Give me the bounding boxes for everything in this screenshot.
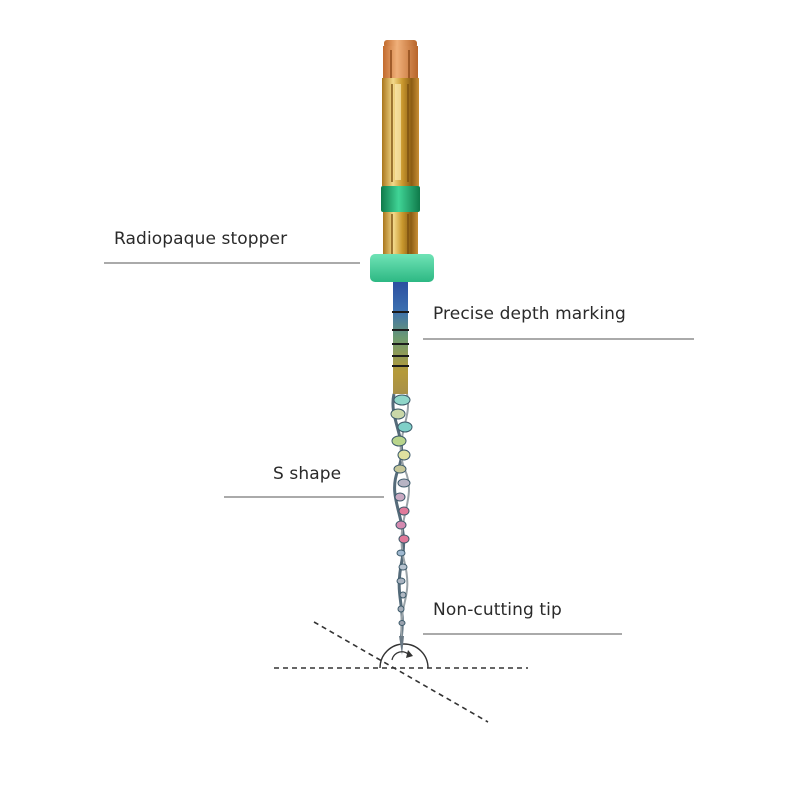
callout-s-shape: S shape bbox=[273, 464, 342, 484]
file-shaft bbox=[392, 282, 409, 394]
flute bbox=[397, 449, 411, 461]
tip-angle-diagram bbox=[274, 621, 528, 723]
callout-non-cutting-tip: Non-cutting tip bbox=[433, 600, 562, 620]
flute bbox=[390, 408, 406, 420]
flute bbox=[393, 464, 407, 474]
flute bbox=[398, 620, 406, 626]
color-ring bbox=[381, 186, 420, 212]
arrowhead-icon bbox=[406, 650, 413, 658]
flute bbox=[393, 394, 411, 406]
angle-reference-line bbox=[313, 621, 489, 723]
callout-radiopaque-stopper: Radiopaque stopper bbox=[114, 229, 288, 249]
handle-lower-body bbox=[383, 212, 418, 256]
angle-arc bbox=[379, 643, 429, 669]
callout-depth-marking: Precise depth marking bbox=[433, 304, 626, 324]
flute bbox=[398, 563, 408, 571]
flute bbox=[391, 435, 407, 447]
radiopaque-stopper bbox=[370, 254, 434, 282]
file-tip bbox=[399, 636, 404, 655]
flute bbox=[398, 506, 410, 516]
flute-segments bbox=[390, 394, 413, 626]
flute bbox=[395, 520, 407, 530]
flute bbox=[397, 421, 413, 433]
flute bbox=[398, 534, 410, 544]
shaft-body bbox=[393, 282, 408, 394]
flute bbox=[394, 492, 406, 502]
flute bbox=[397, 478, 411, 488]
working-part-flutes bbox=[390, 393, 413, 641]
flute bbox=[399, 591, 407, 599]
flute bbox=[396, 549, 406, 557]
flute bbox=[397, 605, 405, 613]
handle-top-section bbox=[383, 46, 418, 80]
flute bbox=[396, 577, 406, 585]
handle-highlight bbox=[395, 84, 401, 180]
file-handle bbox=[381, 40, 420, 256]
